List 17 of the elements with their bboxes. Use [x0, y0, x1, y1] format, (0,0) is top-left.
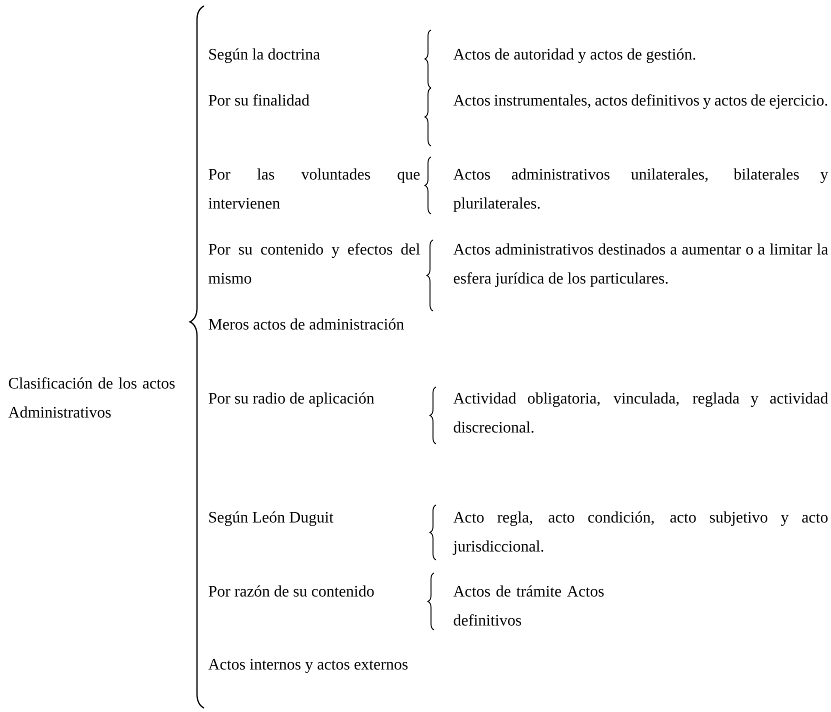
category-text: Actos instrumentales, actos definitivos y actos de ejercicio.	[453, 94, 828, 109]
category-text: Actos administrativos destinados a aumentar o a limitar la esfera jurídica de los particulares.	[453, 243, 828, 287]
category-text: Actos administrativos unilaterales, bilaterales y plurilaterales.	[453, 168, 828, 212]
category-text: Actos de autoridad y actos de gestión.	[453, 48, 696, 63]
category-text: Por razón de su contenido	[208, 585, 374, 597]
category-text: Meros actos de administración	[208, 318, 404, 330]
category-text: Según la doctrina	[209, 48, 320, 63]
category-text: Actividad obligatoria, vinculada, reglada y actividad discrecional.	[453, 392, 828, 433]
category-text: Por su radio de aplicación	[208, 392, 374, 407]
category-text: Clasificación de los actos Administrativos	[8, 377, 175, 418]
category-text: Actos internos y actos externos	[208, 658, 408, 673]
category-text: Por su contenido y efectos del mismo	[208, 243, 420, 284]
category-text: Actos de trámite Actos definitivos	[453, 585, 604, 626]
category-text: Según León Duguit	[209, 511, 334, 526]
category-text: Por las voluntades que intervienen	[208, 168, 420, 209]
category-text: Por su finalidad	[208, 94, 310, 106]
category-text: Acto regla, acto condición, acto subjetivo y acto jurisdiccional.	[452, 511, 828, 555]
